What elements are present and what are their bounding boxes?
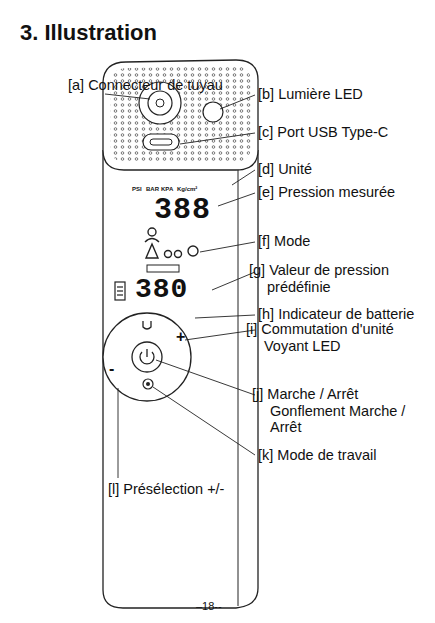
unit-text: KPA — [161, 186, 173, 193]
page-number: –18-- — [196, 600, 222, 613]
button-ring — [103, 313, 191, 401]
work-mode-dot — [146, 382, 150, 386]
unit-symbol — [143, 321, 151, 329]
part-label: [e] Pression mesurée — [258, 184, 395, 201]
part-label: [b] Lumière LED — [258, 86, 363, 103]
button-symbol: - — [109, 360, 114, 378]
button-symbol: + — [176, 328, 185, 346]
leader-lines — [105, 94, 255, 478]
lcd-digits: 388 — [154, 193, 211, 228]
lcd-digits: 380 — [135, 274, 188, 306]
power-symbol — [140, 349, 154, 364]
unit-text: PSI — [132, 186, 142, 193]
part-label: [k] Mode de travail — [258, 447, 376, 464]
section-title: 3. Illustration — [20, 20, 157, 45]
work-mode-symbol — [143, 379, 153, 389]
hose-connector-hole — [156, 99, 164, 107]
top-cap — [103, 60, 258, 170]
part-label: [j] Marche / Arrêt Gonflement Marche / A… — [252, 386, 432, 436]
usb-port-inner — [150, 139, 172, 145]
part-label: [i] Commutation d'unité Voyant LED — [246, 321, 432, 354]
hose-connector-inner — [148, 91, 172, 115]
power-button — [132, 342, 162, 372]
unit-text: Kg/cm² — [177, 186, 197, 193]
pump-body — [103, 150, 258, 608]
led-light — [203, 102, 223, 122]
preset-bars — [147, 265, 179, 272]
part-label: [h] Indicateur de batterie — [258, 306, 414, 323]
part-label: [l] Présélection +/- — [108, 481, 224, 498]
unit-text: BAR — [146, 186, 159, 193]
part-label: [d] Unité — [258, 161, 312, 178]
body-edge — [238, 168, 239, 606]
part-label: [a] Connecteur de tuyau — [68, 77, 223, 94]
part-label: [g] Valeur de pression prédéfinie — [249, 262, 432, 295]
battery-indicator — [115, 282, 125, 300]
part-label: [c] Port USB Type-C — [258, 124, 388, 141]
part-label: [f] Mode — [258, 233, 310, 250]
usb-port — [143, 134, 179, 150]
mode-icons — [145, 228, 198, 258]
